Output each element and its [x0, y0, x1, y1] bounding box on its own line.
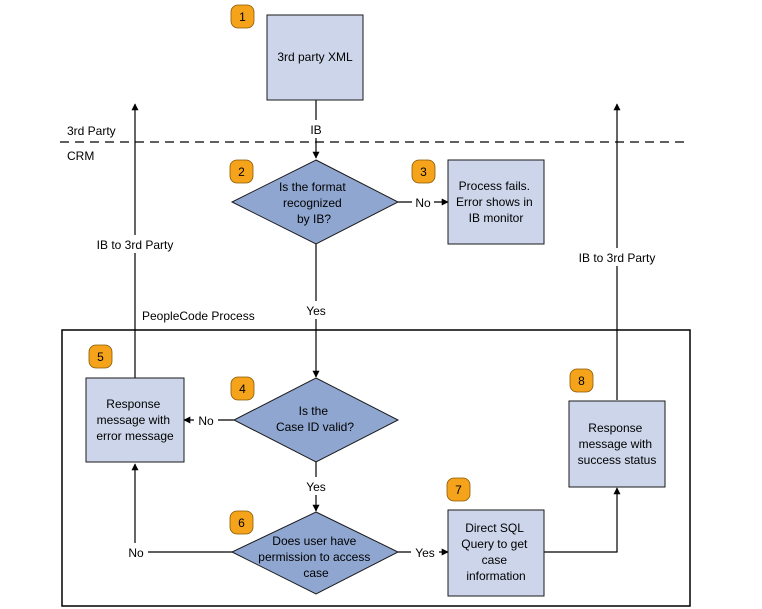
step-5-text: Response message with error message [96, 397, 174, 443]
step-7-direct-sql-query: Direct SQL Query to get case information… [446, 477, 545, 597]
step-2-diamond [230, 159, 400, 245]
step-8-text: Response message with success status [578, 421, 657, 467]
step-3-line-1: Process fails. [459, 179, 530, 193]
step-1-badge [230, 4, 255, 29]
step-3-process-fails: Process fails. Error shows in IB monitor… [411, 159, 545, 245]
step-3-badge-number: 3 [420, 165, 427, 179]
step-5-error-response: Response message with error message 5 [85, 344, 185, 463]
step-8-line-3: success status [578, 453, 657, 467]
edge-label-no-4: No [198, 414, 214, 428]
step-6-diamond [230, 511, 400, 595]
process-container-label: PeopleCode Process [142, 309, 255, 323]
step-7-text: Direct SQL Query to get case information [461, 521, 530, 583]
step-4-line-2: Case ID valid? [276, 420, 354, 434]
step-1-text: 3rd party XML [277, 50, 353, 64]
step-8-line-1: Response [588, 421, 642, 435]
step-4-text: Is the Case ID valid? [276, 404, 354, 434]
step-2-badge-number: 2 [238, 165, 245, 179]
step-4-badge [230, 376, 255, 401]
step-6-badge-number: 6 [238, 516, 245, 530]
edge-labels: IB No Yes No Yes No Yes IB to 3rd Party … [88, 120, 665, 561]
step-2-format-recognized-decision: Is the format recognized by IB? 2 [229, 159, 400, 245]
edge-label-ib-right: IB to 3rd Party [579, 251, 656, 265]
step-2-line-3: by IB? [297, 212, 331, 226]
step-2-line-1: Is the format [279, 180, 346, 194]
lane-label-crm: CRM [67, 149, 94, 163]
step-4-line-1: Is the [299, 404, 329, 418]
edge-6-to-5 [131, 463, 234, 553]
step-7-badge-number: 7 [455, 483, 462, 497]
step-1-3rd-party-xml: 3rd party XML 1 [230, 4, 364, 101]
step-1-badge-number: 1 [239, 10, 246, 24]
step-6-line-1: Does user have [272, 534, 356, 548]
step-8-line-2: message with [579, 437, 652, 451]
step-7-line-4: information [466, 569, 525, 583]
step-3-line-3: IB monitor [469, 211, 524, 225]
step-4-case-id-valid-decision: Is the Case ID valid? 4 [230, 376, 400, 463]
step-1-box [266, 14, 364, 101]
step-3-text: Process fails. Error shows in IB monitor [456, 179, 536, 225]
step-6-line-3: case [303, 566, 329, 580]
step-6-text: Does user have permission to access case [258, 534, 373, 580]
step-2-badge [229, 159, 254, 184]
step-7-badge [446, 477, 471, 502]
connectors [131, 100, 621, 556]
edge-label-yes-2: Yes [306, 304, 326, 318]
edge-label-ib: IB [310, 123, 321, 137]
step-6-permission-decision: Does user have permission to access case… [229, 510, 400, 595]
edge-label-ib-left: IB to 3rd Party [97, 238, 174, 252]
edge-label-yes-6: Yes [415, 546, 435, 560]
lane-label-3rd-party: 3rd Party [67, 124, 116, 138]
step-7-line-2: Query to get [461, 537, 528, 551]
step-5-line-2: message with [97, 413, 170, 427]
step-5-line-1: Response [106, 397, 160, 411]
step-2-line-2: recognized [283, 196, 342, 210]
edge-label-yes-4: Yes [306, 480, 326, 494]
step-1-line-1: 3rd party XML [277, 50, 353, 64]
step-5-box [85, 377, 185, 463]
step-6-line-2: permission to access [258, 550, 370, 564]
step-8-badge-number: 8 [578, 374, 585, 388]
step-4-badge-number: 4 [239, 382, 246, 396]
step-5-badge [88, 344, 113, 369]
edge-7-to-8 [544, 487, 621, 553]
step-6-badge [229, 510, 254, 535]
step-3-badge [411, 159, 436, 184]
step-2-text: Is the format recognized by IB? [279, 180, 349, 226]
step-5-line-3: error message [96, 429, 174, 443]
step-8-box [568, 400, 666, 488]
step-3-line-2: Error shows in [456, 195, 533, 209]
step-5-badge-number: 5 [97, 350, 104, 364]
step-8-badge [569, 368, 594, 393]
step-7-line-1: Direct SQL [465, 521, 524, 535]
step-3-box [447, 159, 545, 245]
edge-label-no-2: No [415, 196, 431, 210]
step-7-box [447, 509, 545, 597]
edge-label-no-6: No [128, 546, 144, 560]
process-container [61, 329, 691, 607]
step-4-diamond [232, 377, 400, 463]
step-8-success-response: Response message with success status 8 [568, 368, 666, 488]
step-7-line-3: case [482, 553, 508, 567]
